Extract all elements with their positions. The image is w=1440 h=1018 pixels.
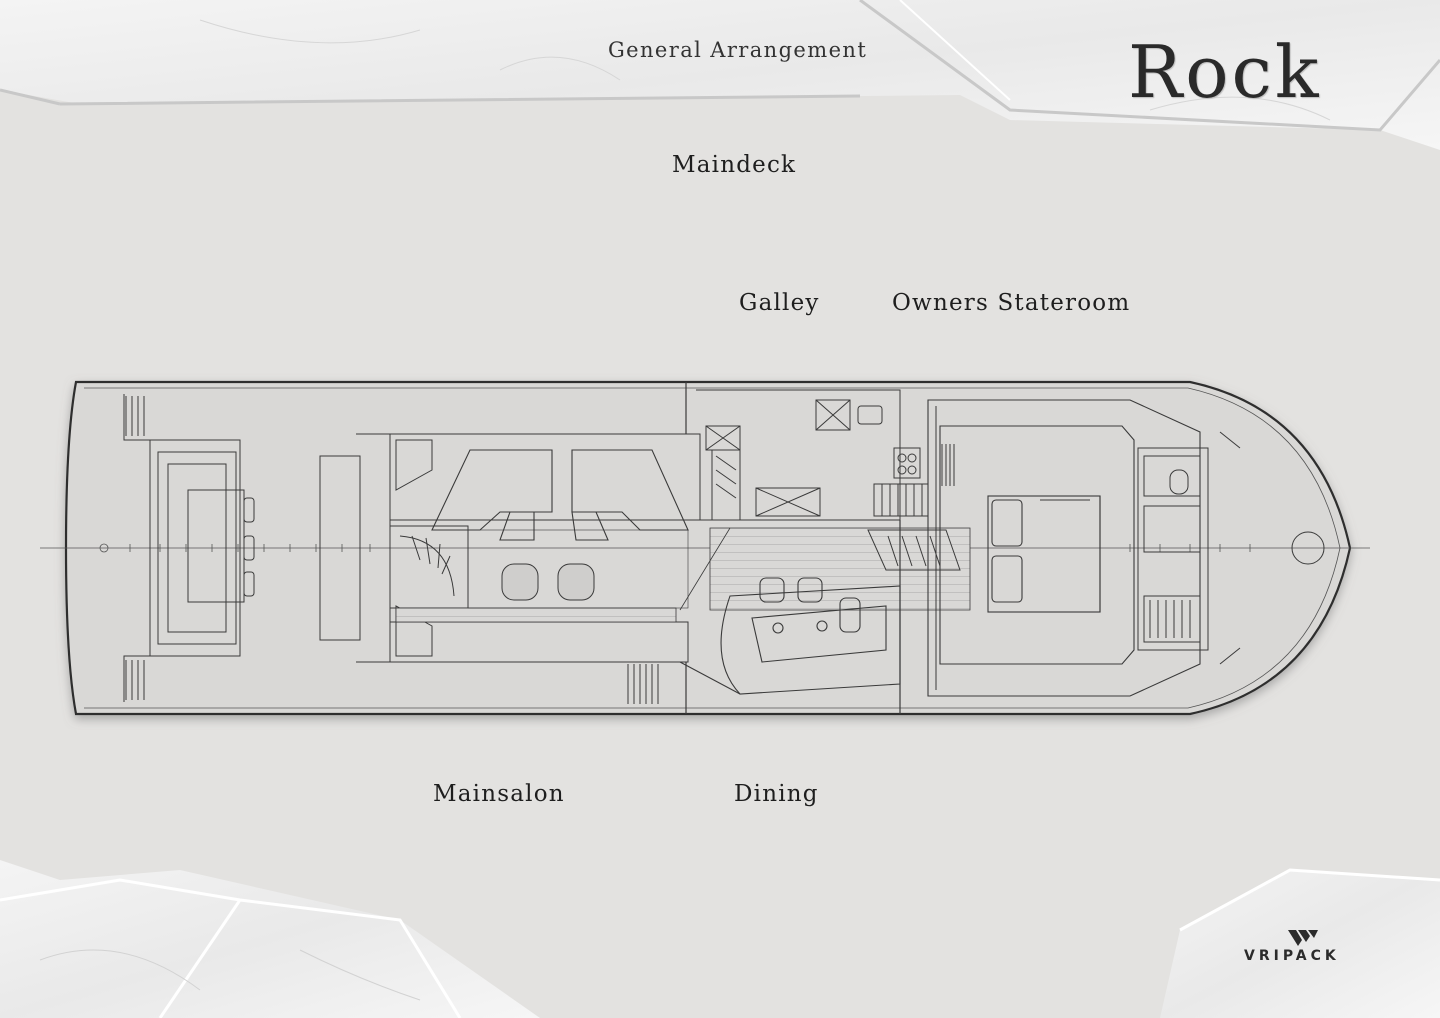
room-label-dining: Dining bbox=[734, 781, 819, 807]
room-label-owners-stateroom: Owners Stateroom bbox=[892, 290, 1131, 316]
deck-name-label: Maindeck bbox=[672, 152, 797, 178]
document-title: General Arrangement bbox=[608, 38, 868, 62]
room-label-galley: Galley bbox=[739, 290, 820, 316]
vripack-logo: VRIPACK bbox=[1244, 948, 1340, 964]
vripack-mark-icon bbox=[1288, 930, 1318, 946]
yacht-name-title: Rock bbox=[1128, 30, 1322, 114]
room-label-mainsalon: Mainsalon bbox=[433, 781, 565, 807]
maindeck-plan-drawing bbox=[40, 380, 1370, 716]
